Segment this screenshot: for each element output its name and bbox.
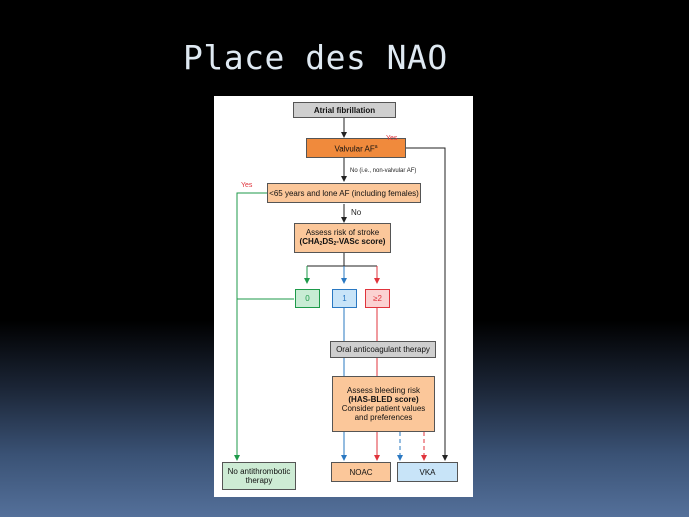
no-lone-label: No [351,208,362,217]
no-non-valvular-label: No (i.e., non-valvular AF) [350,168,417,174]
flowchart-panel: Atrial fibrillation Valvular AFa Yes No … [214,96,473,497]
score-0-box: 0 [295,289,320,308]
score-1-label: 1 [342,294,347,303]
no-antithrombotic-line-1: No antithrombotic [227,467,291,476]
slide-title: Place des NAO [183,38,448,77]
stroke-risk-box: Assess risk of stroke (CHA2DS2-VASc scor… [294,223,391,253]
bleeding-risk-box: Assess bleeding risk (HAS-BLED score) Co… [332,376,435,432]
oral-anticoagulant-label: Oral anticoagulant therapy [336,345,430,354]
bleeding-risk-line-1: Assess bleeding risk [347,386,420,395]
stroke-risk-line-2: (CHA2DS2-VASc score) [299,236,386,247]
yes-valvular-label: Yes [386,135,398,142]
lone-af-box: <65 years and lone AF (including females… [267,183,421,203]
vka-label: VKA [419,467,436,477]
score-2-box: ≥2 [365,289,390,308]
oral-anticoagulant-box: Oral anticoagulant therapy [330,341,436,358]
noac-box: NOAC [331,462,391,482]
atrial-fibrillation-box: Atrial fibrillation [293,102,396,118]
score-2-label: ≥2 [373,294,382,303]
lone-af-label: <65 years and lone AF (including females… [269,188,419,198]
bleeding-risk-line-2: (HAS-BLED score) [348,395,419,404]
vka-box: VKA [397,462,458,482]
arrow-lone-yes-to-none [234,192,267,461]
stroke-risk-line-1: Assess risk of stroke [305,227,380,237]
score-0-label: 0 [305,294,310,303]
atrial-fibrillation-label: Atrial fibrillation [313,105,376,115]
yes-lone-label: Yes [241,182,253,189]
bleeding-risk-line-3: Consider patient values [341,404,426,413]
valvular-af-box: Valvular AFa [306,138,406,158]
no-antithrombotic-line-2: therapy [245,476,273,485]
score-1-box: 1 [332,289,357,308]
bleeding-risk-line-4: and preferences [354,413,413,422]
flowchart-connectors [234,118,448,461]
noac-label: NOAC [349,467,373,477]
arrow-valvular-yes-to-vka [406,147,448,461]
valvular-af-label: Valvular AFa [334,143,378,154]
no-antithrombotic-box: No antithrombotic therapy [222,462,296,490]
